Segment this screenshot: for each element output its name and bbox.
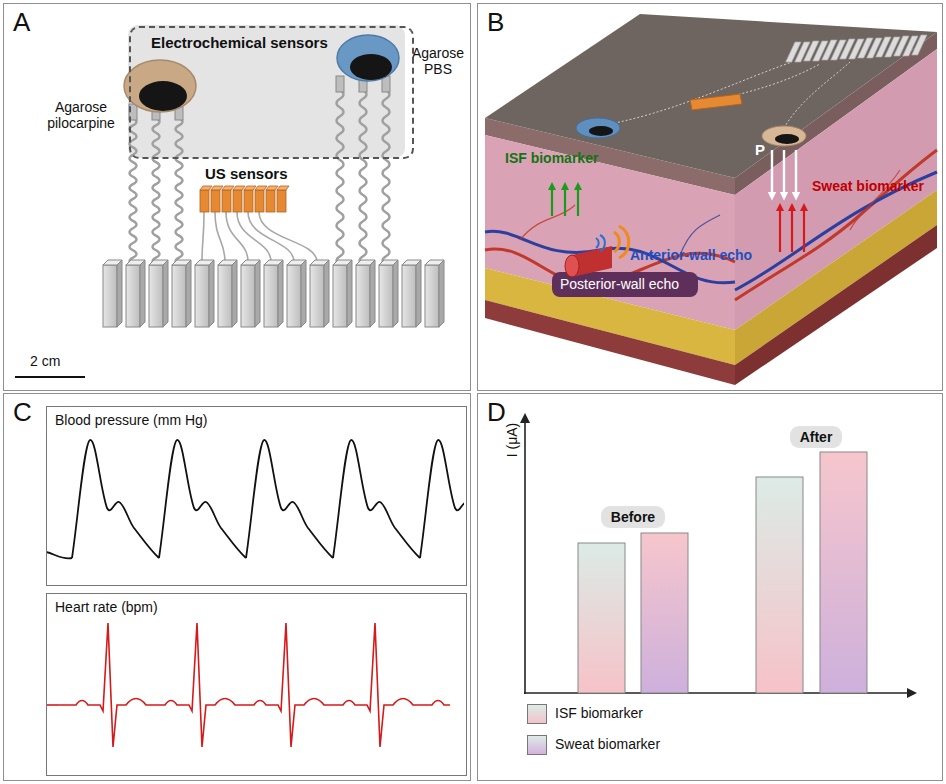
plot-box: Blood pressure (mm Hg) (46, 406, 467, 586)
plot-box: Heart rate (bpm) (46, 593, 467, 776)
panel-letter: A (13, 7, 461, 37)
part-label: US sensors (205, 165, 288, 182)
panel-frame: AElectrochemical sensors (3, 3, 471, 391)
legend-text: ISF biomarker (555, 705, 643, 721)
panel-letter: D (487, 397, 933, 427)
plot-title: Heart rate (bpm) (55, 599, 458, 615)
part-label: Agarose pilocarpine (40, 99, 122, 131)
pill-label: After (800, 429, 833, 445)
group-pill: Before (601, 506, 665, 528)
panel-letter: B (487, 7, 933, 37)
panel-frame: B (477, 3, 943, 391)
pill-label: Before (611, 509, 655, 525)
plot-title: Blood pressure (mm Hg) (55, 412, 458, 428)
group-pill: After (790, 426, 843, 448)
echo-label: Anterior-wall echo (630, 247, 752, 263)
echo-label: Posterior-wall echo (560, 276, 679, 292)
legend-text: Sweat biomarker (555, 736, 660, 752)
legend-swatch (527, 735, 547, 755)
axis-label: I (μA) (504, 414, 520, 466)
panel-frame: CBlood pressure (mm Hg)Heart rate (bpm) (3, 393, 471, 781)
group-title: Electrochemical sensors (151, 34, 412, 51)
sensor-group-box: Electrochemical sensors (129, 26, 414, 159)
legend-swatch (527, 704, 547, 724)
part-label: Agarose PBS (410, 45, 466, 77)
pressure-label: P (755, 141, 765, 158)
biomarker-label: ISF biomarker (505, 150, 598, 166)
biomarker-label: Sweat biomarker (812, 178, 924, 194)
scale-label: 2 cm (30, 353, 60, 369)
